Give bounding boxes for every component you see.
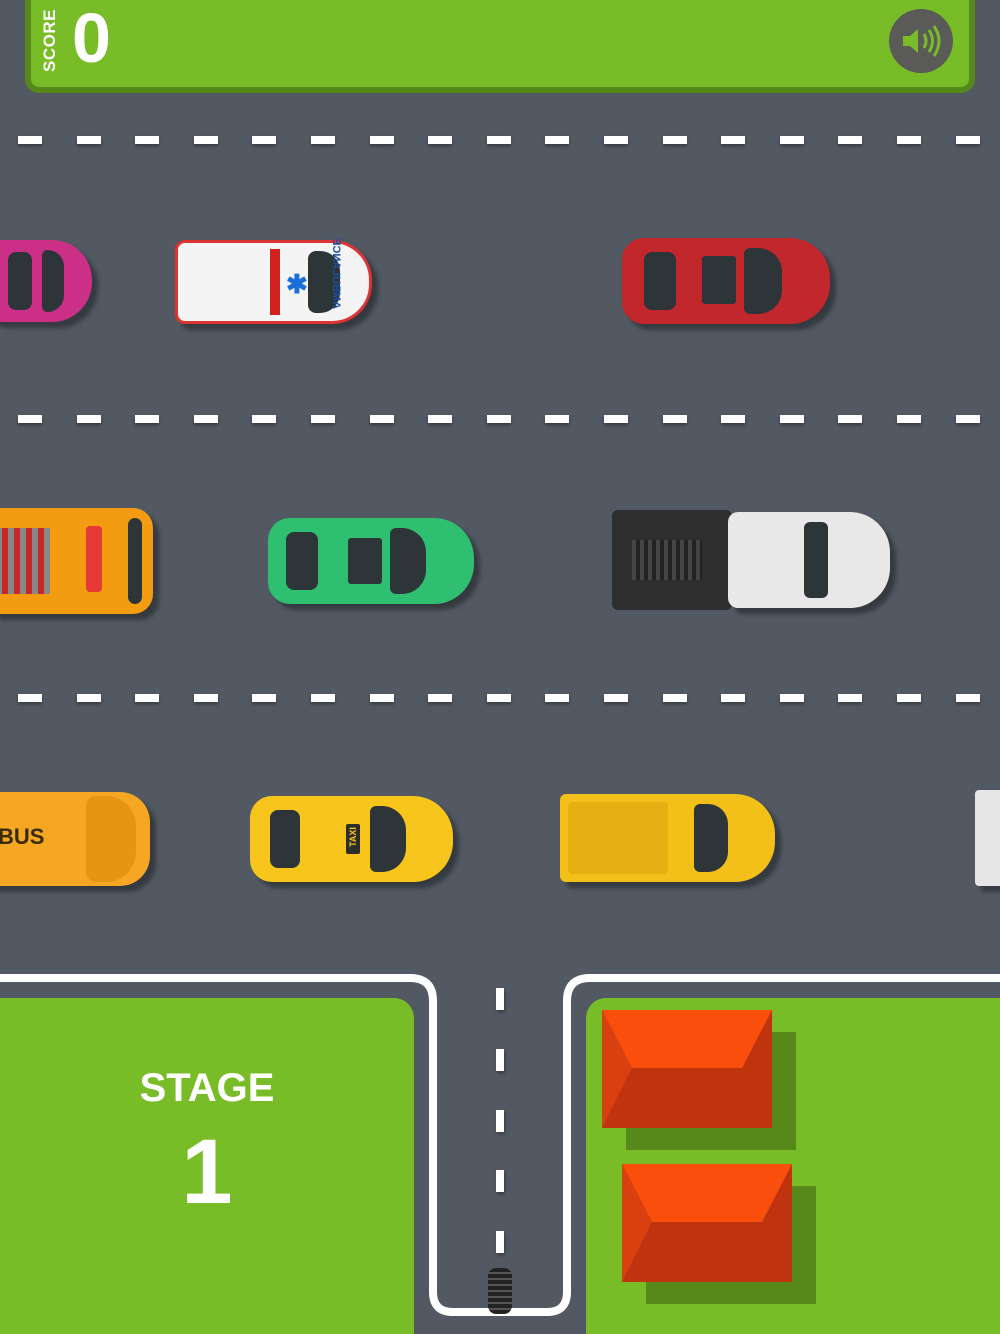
- lane-dash: [496, 1110, 504, 1132]
- lane-dash: [955, 415, 980, 423]
- house-roof: [622, 1164, 792, 1282]
- bus-label: BUS: [0, 824, 45, 849]
- semi-truck: [612, 506, 890, 614]
- score-bar: [25, 0, 975, 93]
- score-label: SCORE: [40, 9, 59, 73]
- lane-dash: [721, 415, 746, 423]
- lane-dash: [721, 694, 746, 702]
- taxi: TAXI: [250, 796, 453, 882]
- lane-dash: [496, 1049, 504, 1071]
- stage-number: 1: [181, 1121, 233, 1223]
- lane-dash: [955, 694, 980, 702]
- lane-dash: [428, 136, 453, 144]
- lane-dash: [252, 415, 277, 423]
- yellow-pickup: [560, 794, 775, 882]
- taxi-sign: [346, 824, 360, 854]
- grass-left: [0, 998, 414, 1334]
- lane-dash: [838, 415, 863, 423]
- lane-dash: [604, 415, 628, 423]
- green-car: [268, 518, 474, 604]
- lane-dash: [428, 415, 453, 423]
- speaker-icon: [903, 25, 941, 57]
- lane-dash: [779, 136, 804, 144]
- lane-dash: [18, 136, 42, 144]
- lane-dash: [369, 694, 394, 702]
- lane-dash: [721, 136, 746, 144]
- red-car: [622, 238, 830, 324]
- tow-truck: [0, 508, 153, 614]
- pink-car: [0, 240, 92, 322]
- lane-dash: [604, 694, 628, 702]
- lane-dash: [955, 136, 980, 144]
- lane-dash: [545, 415, 570, 423]
- lane-dash: [897, 415, 921, 423]
- lane-dash: [486, 415, 511, 423]
- lane-dash: [662, 415, 687, 423]
- stage-label: STAGE: [139, 1066, 275, 1110]
- white-truck-partial: [975, 790, 1000, 886]
- lane-dash: [486, 694, 511, 702]
- medical-star-icon: ✱: [286, 269, 308, 299]
- lane-dash: [135, 694, 160, 702]
- lane-dash: [662, 136, 687, 144]
- ambulance: ✱ AMBULANCE: [175, 238, 372, 324]
- lane-dash: [604, 136, 628, 144]
- score-value: 0: [72, 0, 111, 77]
- lane-dash: [897, 694, 921, 702]
- taxi-label: TAXI: [348, 827, 358, 847]
- lane-dash: [193, 136, 218, 144]
- lane-dash: [311, 136, 335, 144]
- lane-dash: [486, 136, 511, 144]
- lane-dash: [369, 415, 394, 423]
- lane-dash: [369, 136, 394, 144]
- lane-dash: [838, 136, 863, 144]
- lane-dash: [496, 1170, 504, 1192]
- lane-dash: [76, 415, 101, 423]
- lane-dash: [545, 136, 570, 144]
- lane-dash: [135, 136, 160, 144]
- lane-dash: [662, 694, 687, 702]
- lane-dash: [311, 415, 335, 423]
- player-tire[interactable]: [488, 1268, 512, 1314]
- lane-dash: [897, 136, 921, 144]
- lane-dash: [193, 694, 218, 702]
- lane-dash: [252, 136, 277, 144]
- school-bus: BUS: [0, 792, 150, 886]
- sound-toggle-button[interactable]: [889, 9, 953, 73]
- lane-dash: [496, 988, 504, 1010]
- lane-dash: [428, 694, 453, 702]
- lane-dash: [76, 136, 101, 144]
- lane-dash: [135, 415, 160, 423]
- lane-dash: [779, 415, 804, 423]
- lane-dash: [193, 415, 218, 423]
- lane-dash: [252, 694, 277, 702]
- house-roof: [602, 1010, 772, 1128]
- lane-dash: [496, 1231, 504, 1253]
- lane-dash: [76, 694, 101, 702]
- lane-dash: [838, 694, 863, 702]
- ambulance-label: AMBULANCE: [330, 238, 342, 309]
- lane-dash: [18, 694, 42, 702]
- lane-dash: [311, 694, 335, 702]
- lane-dash: [18, 415, 42, 423]
- lane-dash: [545, 694, 570, 702]
- lane-dash: [779, 694, 804, 702]
